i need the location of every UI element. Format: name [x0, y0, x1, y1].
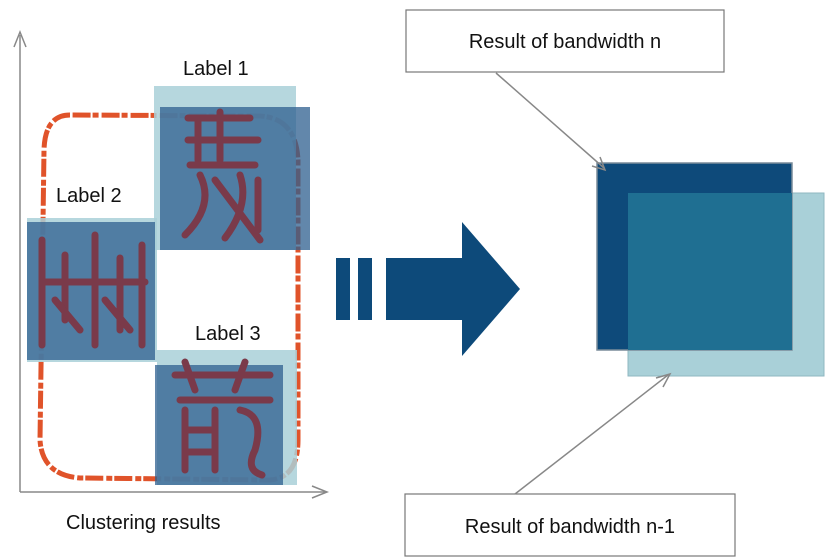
arrow-head-icon: [386, 222, 520, 356]
seal-character-left-icon: [38, 231, 149, 349]
seal-character-top-icon: [181, 108, 264, 244]
callout-bottom-pointer-head: [655, 372, 672, 388]
label-3: Label 3: [195, 323, 261, 345]
axes: [13, 29, 330, 499]
callout-top-pointer-head: [591, 156, 607, 172]
cluster-2-dark-box: [27, 222, 155, 360]
result-overlap: [628, 193, 792, 350]
left-panel-caption: Clustering results: [66, 512, 221, 534]
callout-top-text: Result of bandwidth n: [469, 31, 661, 53]
cluster-3-dark-box: [155, 365, 283, 485]
callout-bottom-text: Result of bandwidth n-1: [465, 516, 675, 538]
equals-bar-2: [358, 258, 372, 320]
seal-character-bottom-icon: [171, 358, 274, 479]
callout-top-pointer: [495, 72, 605, 169]
equals-arrow: [336, 222, 520, 356]
label-2: Label 2: [56, 185, 122, 207]
y-axis-arrowhead: [13, 29, 27, 48]
label-1: Label 1: [183, 58, 249, 80]
callout-bottom-pointer: [514, 374, 669, 495]
equals-bar-1: [336, 258, 350, 320]
callout-bottom-box: [404, 493, 736, 557]
callout-top-box: [405, 9, 725, 73]
x-axis-arrowhead: [311, 485, 330, 499]
